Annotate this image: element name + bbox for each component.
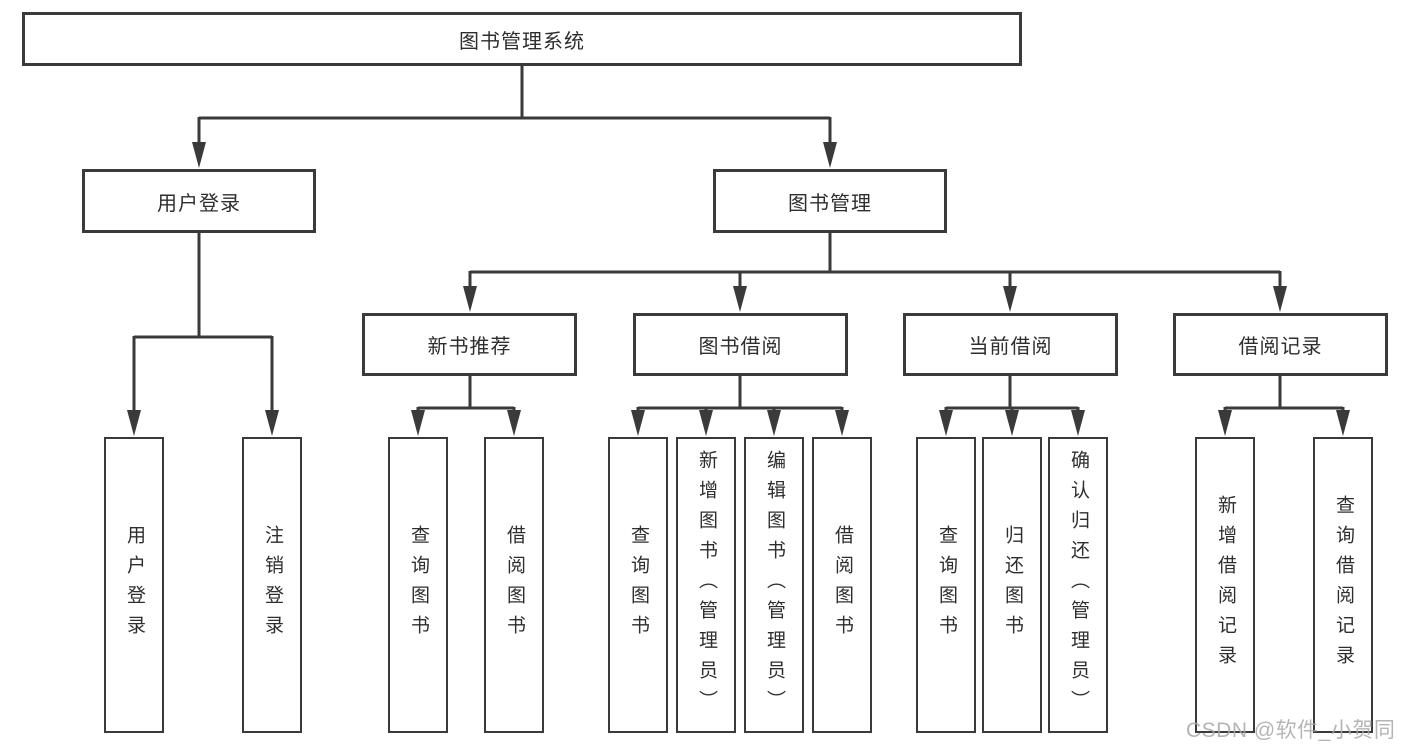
leaf-borrow-books-recommend: 借阅图书: [484, 437, 544, 733]
node-label: 图书管理系统: [459, 30, 585, 53]
leaf-add-borrow-record: 新增借阅记录: [1195, 437, 1255, 733]
node-current-borrowing: 当前借阅: [903, 313, 1118, 376]
leaf-user-login: 用户登录: [104, 437, 164, 733]
arrowheads: [127, 142, 1350, 436]
node-book-management: 图书管理: [713, 169, 947, 233]
leaf-add-books-admin: 新增图书（管理员）: [676, 437, 736, 733]
node-label: 查询借阅记录: [1333, 495, 1354, 675]
node-label: 借阅图书: [832, 525, 853, 645]
leaf-search-books-current: 查询图书: [916, 437, 976, 733]
node-label: 注销登录: [262, 525, 283, 645]
node-label: 查询图书: [628, 525, 649, 645]
leaf-confirm-return-admin: 确认归还（管理员）: [1048, 437, 1108, 733]
node-label: 借阅记录: [1238, 336, 1323, 358]
node-label: 新增借阅记录: [1215, 495, 1236, 675]
node-label: 归还图书: [1002, 525, 1023, 645]
node-label: 当前借阅: [968, 336, 1053, 358]
node-user-login-branch: 用户登录: [82, 169, 316, 233]
leaf-return-books: 归还图书: [982, 437, 1042, 733]
node-label: 图书管理: [788, 192, 872, 215]
leaf-borrow-books: 借阅图书: [812, 437, 872, 733]
leaf-search-borrow-record: 查询借阅记录: [1313, 437, 1373, 733]
node-label: 编辑图书（管理员）: [764, 450, 785, 720]
node-label: 用户登录: [157, 192, 241, 215]
node-borrowing-records: 借阅记录: [1173, 313, 1388, 376]
watermark: CSDN @软件_小贺同学: [1186, 719, 1396, 742]
node-book-borrowing: 图书借阅: [633, 313, 848, 376]
node-label: 查询图书: [936, 525, 957, 645]
node-label: 借阅图书: [504, 525, 525, 645]
node-label: 图书借阅: [698, 336, 783, 358]
node-label: 用户登录: [124, 525, 145, 645]
node-label: 新书推荐: [427, 336, 512, 358]
node-label: 新增图书（管理员）: [696, 450, 717, 720]
leaf-search-books-borrowing: 查询图书: [608, 437, 668, 733]
leaf-logout: 注销登录: [242, 437, 302, 733]
node-library-management-system: 图书管理系统: [22, 12, 1022, 66]
leaf-search-books-recommend: 查询图书: [388, 437, 448, 733]
node-new-book-recommendation: 新书推荐: [362, 313, 577, 376]
node-label: 确认归还（管理员）: [1068, 450, 1089, 720]
leaf-edit-books-admin: 编辑图书（管理员）: [744, 437, 804, 733]
node-label: 查询图书: [408, 525, 429, 645]
